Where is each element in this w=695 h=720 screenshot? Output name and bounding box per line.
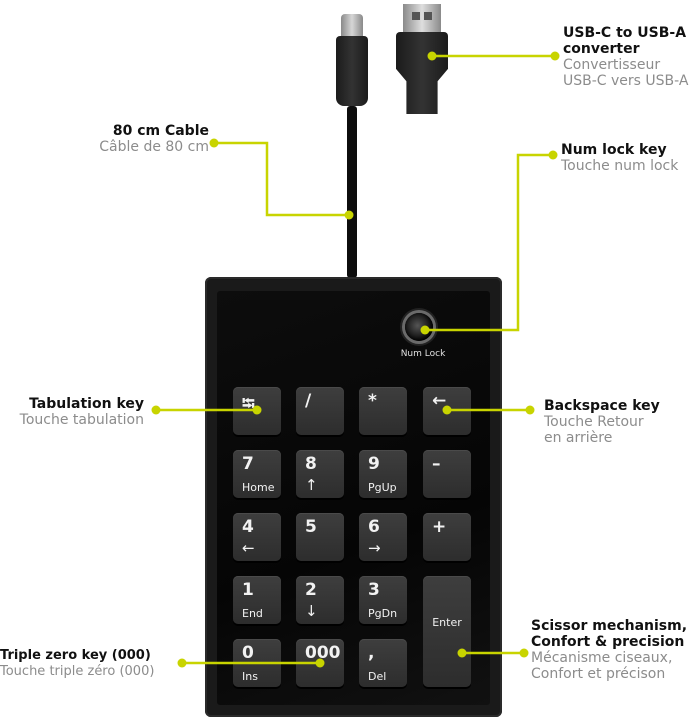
key-label: 3	[368, 580, 380, 600]
dot-icon	[442, 405, 452, 415]
dot-icon	[427, 51, 437, 61]
callout-subtitle: Touche tabulation	[19, 412, 144, 428]
key-sublabel: Home	[242, 481, 275, 494]
dot-icon	[420, 325, 430, 335]
key-label: 4	[242, 517, 254, 537]
key-2[interactable]: 2↓	[296, 576, 344, 624]
dot-icon	[550, 51, 560, 61]
callout-numlock: Num lock key Touche num lock	[561, 142, 678, 174]
dot-icon	[315, 658, 325, 668]
usb-a-connector-tip	[403, 4, 441, 32]
key-sublabel: PgDn	[368, 607, 398, 620]
dot-icon	[177, 658, 187, 668]
key-label: 7	[242, 454, 254, 474]
leader-lines	[156, 54, 555, 665]
dot-icon	[548, 150, 558, 160]
key-sublabel: Ins	[242, 670, 258, 683]
callout-title: Num lock key	[561, 142, 667, 158]
key-5[interactable]: 5	[296, 513, 344, 561]
leader-numlock	[425, 153, 553, 332]
callout-tab: Tabulation key Touche tabulation	[4, 396, 144, 428]
key-label: 1	[242, 580, 254, 600]
key-label: +	[432, 517, 447, 537]
key-comma[interactable]: , Del	[359, 639, 407, 687]
callout-subtitle: Convertisseur USB-C vers USB-A	[563, 57, 689, 89]
leader-cable	[214, 141, 349, 217]
arrow-right-icon: →	[368, 539, 381, 557]
key-label: 000	[305, 643, 341, 663]
callout-title: Tabulation key	[29, 396, 144, 412]
key-label: /	[305, 391, 312, 411]
dot-icon	[252, 405, 262, 415]
callout-title: Backspace key	[544, 398, 660, 414]
arrow-down-icon: ↓	[305, 602, 318, 620]
callout-title: Triple zero key (000)	[0, 648, 151, 663]
arrow-left-icon: ←	[242, 539, 255, 557]
callout-backspace: Backspace key Touche Retour en arrière	[544, 398, 660, 446]
key-8[interactable]: 8↑	[296, 450, 344, 498]
usb-c-connector-tip	[341, 14, 363, 36]
key-label: 2	[305, 580, 317, 600]
dot-icon	[519, 648, 529, 658]
callout-subtitle: Touche num lock	[561, 158, 679, 174]
callout-usb-converter: USB-C to USB-A converter Convertisseur U…	[563, 25, 688, 89]
callout-title: Scissor mechanism, Confort & precision	[531, 618, 688, 650]
key-label: Enter	[432, 616, 462, 629]
key-asterisk[interactable]: *	[359, 387, 407, 435]
usb-a-slot	[424, 12, 432, 20]
key-label: *	[368, 391, 377, 411]
key-label: 8	[305, 454, 317, 474]
usb-c-connector	[336, 36, 368, 106]
usb-a-slot	[412, 12, 420, 20]
key-label: 5	[305, 517, 317, 537]
key-minus[interactable]: –	[423, 450, 471, 498]
callout-subtitle: Touche triple zéro (000)	[0, 664, 155, 679]
callout-triple-zero: Triple zero key (000) Touche triple zéro…	[0, 648, 180, 680]
num-lock-label: Num Lock	[400, 349, 446, 359]
key-slash[interactable]: /	[296, 387, 344, 435]
callout-cable: 80 cm Cable Câble de 80 cm	[96, 123, 209, 155]
arrow-up-icon: ↑	[305, 476, 318, 494]
callout-subtitle: Mécanisme ciseaux, Confort et précison	[531, 650, 673, 682]
callout-title: USB-C to USB-A converter	[563, 25, 687, 57]
dot-icon	[344, 210, 354, 220]
callout-scissor: Scissor mechanism, Confort & precision M…	[531, 618, 687, 682]
key-label: 0	[242, 643, 254, 663]
key-label: ,	[368, 643, 375, 663]
key-sublabel: Del	[368, 670, 387, 683]
key-enter[interactable]: Enter	[423, 576, 471, 687]
key-sublabel: PgUp	[368, 481, 397, 494]
callout-subtitle: Touche Retour en arrière	[544, 414, 644, 446]
leader-dots	[151, 51, 560, 668]
cable	[347, 106, 357, 278]
key-label: 9	[368, 454, 380, 474]
callout-subtitle: Câble de 80 cm	[99, 139, 209, 155]
arrow-left-icon: ←	[432, 391, 447, 411]
dot-icon	[151, 405, 161, 415]
key-sublabel: End	[242, 607, 263, 620]
dot-icon	[209, 138, 219, 148]
key-plus[interactable]: +	[423, 513, 471, 561]
dot-icon	[457, 648, 467, 658]
callout-title: 80 cm Cable	[112, 123, 209, 139]
dot-icon	[525, 405, 535, 415]
key-4[interactable]: 4←	[233, 513, 281, 561]
key-6[interactable]: 6→	[359, 513, 407, 561]
key-label: 6	[368, 517, 380, 537]
key-label: –	[432, 454, 441, 474]
